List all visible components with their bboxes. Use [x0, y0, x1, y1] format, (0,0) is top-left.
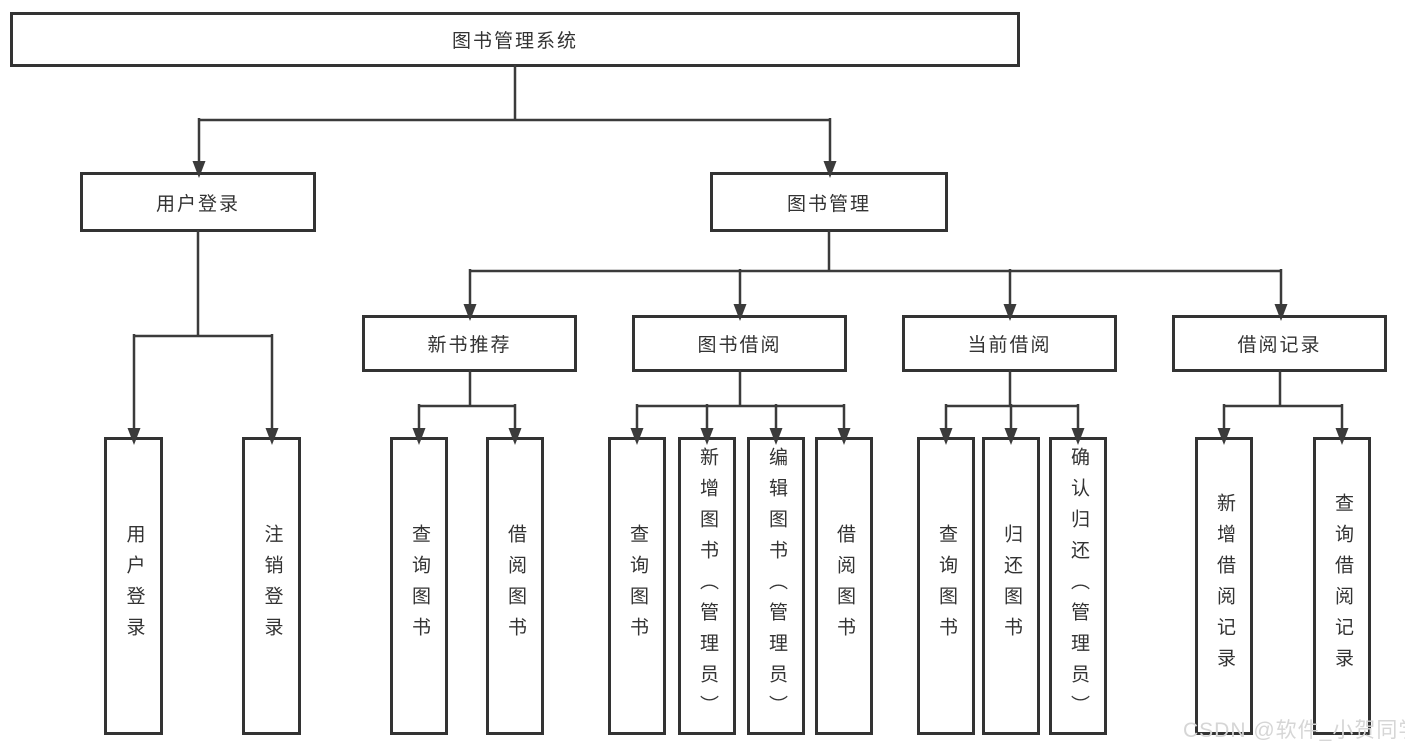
node-label: 借阅图书	[504, 524, 526, 648]
node-new-book-recommend: 新书推荐	[362, 315, 577, 372]
node-label: 注销登录	[261, 524, 283, 648]
node-label: 编辑图书（管理员）	[765, 446, 787, 726]
node-leaf-query-books-2: 查询图书	[608, 437, 666, 735]
node-leaf-query-books-3: 查询图书	[917, 437, 975, 735]
node-leaf-borrow-books-1: 借阅图书	[486, 437, 544, 735]
node-book-management: 图书管理	[710, 172, 948, 232]
node-label: 借阅图书	[833, 524, 855, 648]
node-label: 新书推荐	[427, 335, 512, 356]
connector-root-level2	[197, 65, 832, 162]
node-root: 图书管理系统	[10, 12, 1020, 67]
node-label: 用户登录	[123, 524, 145, 648]
node-leaf-add-books-admin: 新增图书（管理员）	[678, 437, 736, 735]
node-label: 图书管理系统	[451, 31, 578, 52]
node-label: 确认归还（管理员）	[1067, 446, 1089, 726]
connector-current-borrowing-leaves	[944, 370, 1080, 429]
node-leaf-return-books: 归还图书	[982, 437, 1040, 735]
node-label: 当前借阅	[967, 335, 1052, 356]
connector-borrow-records-leaves	[1222, 370, 1344, 429]
connector-new-book-recommend-leaves	[417, 370, 517, 429]
connector-book-borrowing-leaves	[635, 370, 846, 429]
node-label: 查询借阅记录	[1331, 493, 1353, 679]
node-label: 用户登录	[155, 193, 240, 215]
watermark: CSDN @软件_小贺同学	[1183, 719, 1405, 742]
node-leaf-query-borrow-record: 查询借阅记录	[1313, 437, 1371, 735]
connector-book-management-level3	[468, 230, 1283, 305]
node-leaf-add-borrow-record: 新增借阅记录	[1195, 437, 1253, 735]
connectors	[132, 65, 1344, 429]
node-label: 归还图书	[1000, 524, 1022, 648]
node-label: 查询图书	[626, 524, 648, 648]
node-leaf-query-books-1: 查询图书	[390, 437, 448, 735]
node-label: 图书借阅	[697, 335, 782, 356]
node-leaf-logout: 注销登录	[242, 437, 301, 735]
node-user-login: 用户登录	[80, 172, 316, 232]
connector-user-login-leaves	[132, 230, 274, 429]
node-label: 新增图书（管理员）	[696, 446, 718, 726]
node-label: 借阅记录	[1237, 335, 1322, 356]
node-leaf-confirm-return-admin: 确认归还（管理员）	[1049, 437, 1107, 735]
node-leaf-borrow-books-2: 借阅图书	[815, 437, 873, 735]
node-borrow-records: 借阅记录	[1172, 315, 1387, 372]
node-label: 查询图书	[408, 524, 430, 648]
node-leaf-edit-books-admin: 编辑图书（管理员）	[747, 437, 805, 735]
node-leaf-user-login: 用户登录	[104, 437, 163, 735]
node-label: 图书管理	[786, 193, 871, 215]
node-current-borrowing: 当前借阅	[902, 315, 1117, 372]
node-book-borrowing: 图书借阅	[632, 315, 847, 372]
node-label: 查询图书	[935, 524, 957, 648]
node-label: 新增借阅记录	[1213, 493, 1235, 679]
